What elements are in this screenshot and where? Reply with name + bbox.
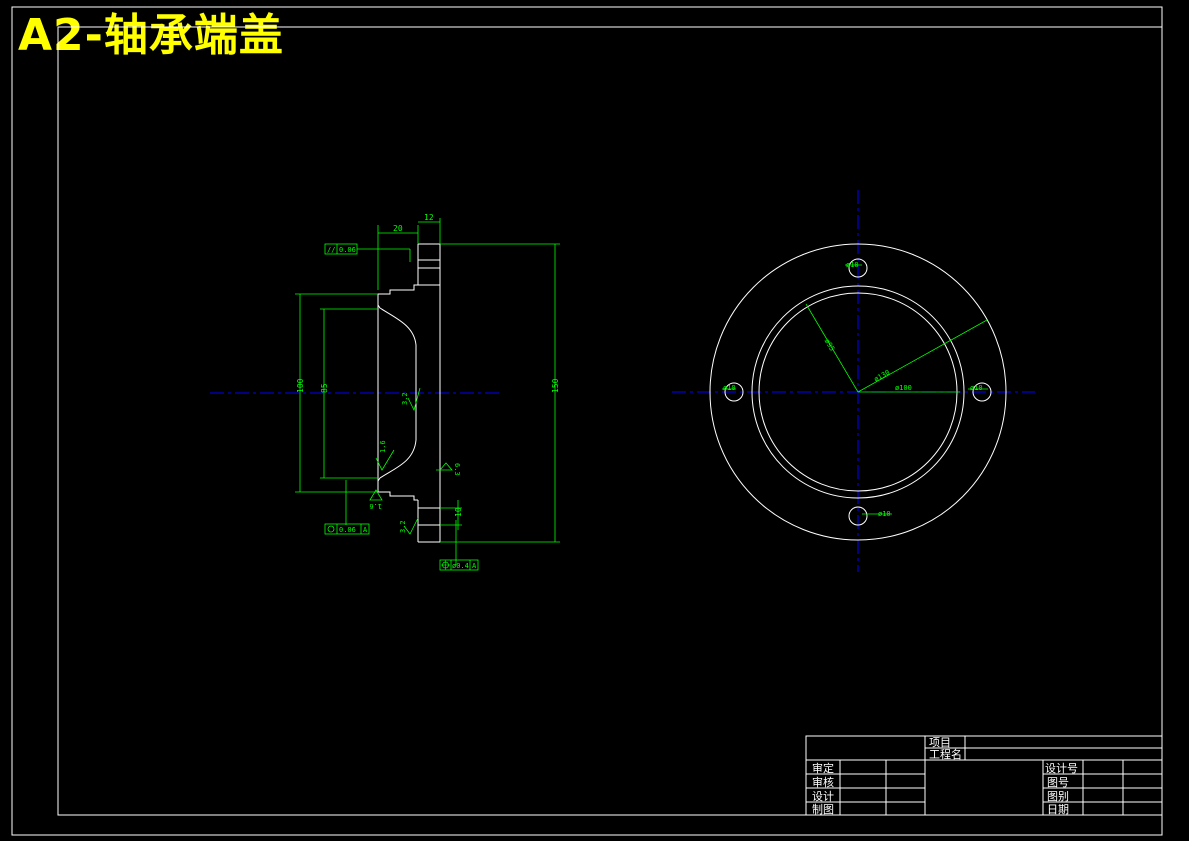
title-block — [805, 735, 1163, 816]
circularity-datum: A — [363, 526, 368, 534]
dim-85: 85 — [320, 383, 329, 393]
position-frame: ø0.4 A — [439, 559, 479, 571]
tb-drawing-type: 图别 — [1047, 790, 1069, 803]
drawing-title: A2-轴承端盖 — [18, 10, 284, 61]
outer-circle — [709, 243, 1007, 541]
roughness-symbol-2 — [375, 449, 395, 471]
label-dia-100: ø100 — [895, 384, 912, 392]
dim-20: 20 — [393, 224, 403, 233]
section-dimensions — [295, 218, 560, 565]
roughness-symbol-3 — [369, 489, 383, 501]
end-view: ø10 ø10 ø10 ø10 ø95 ø130 ø100 — [672, 190, 1035, 572]
dim-150: 150 — [551, 378, 560, 393]
hole-bottom — [848, 506, 868, 526]
roughness-63: 6.3 — [453, 463, 461, 476]
dim-100: 100 — [296, 378, 305, 393]
roughness-symbol-4 — [436, 462, 453, 471]
roughness-16a: 1.6 — [379, 440, 387, 453]
circularity-tolerance: 0.06 — [339, 526, 356, 534]
inner-circle-1 — [751, 285, 965, 499]
label-hole-bottom: ø10 — [878, 510, 891, 518]
tb-review: 审核 — [812, 775, 834, 789]
label-hole-top: ø10 — [846, 261, 859, 269]
roughness-16b: 1.6 — [369, 502, 382, 510]
tb-design: 设计 — [812, 790, 834, 803]
hole-left — [724, 382, 744, 402]
label-hole-left: ø10 — [723, 384, 736, 392]
roughness-symbol-1 — [407, 387, 421, 412]
tb-date: 日期 — [1047, 803, 1069, 816]
parallelism-frame: // 0.06 — [324, 243, 358, 255]
hole-right — [972, 382, 992, 402]
section-outline — [377, 243, 441, 543]
section-view: 20 12 150 100 85 10 // 0.06 0.06 — [210, 213, 560, 571]
tb-design-no: 设计号 — [1045, 762, 1078, 775]
tb-approve: 审定 — [812, 761, 834, 775]
sheet-border — [11, 6, 1163, 836]
parallelism-tolerance: 0.06 — [339, 246, 356, 254]
tb-draw: 制图 — [812, 803, 834, 816]
tb-project-name: 工程名 — [929, 747, 962, 761]
label-dia-inner: ø95 — [823, 338, 836, 353]
circularity-frame: 0.06 A — [324, 523, 370, 535]
parallelism-symbol: // — [327, 246, 335, 254]
dim-10: 10 — [454, 507, 463, 517]
label-dia-bolt: ø130 — [873, 369, 892, 384]
hole-top — [848, 258, 868, 278]
label-hole-right: ø10 — [970, 384, 983, 392]
tb-project: 项目 — [929, 736, 951, 749]
tb-drawing-no: 图号 — [1047, 776, 1069, 789]
position-datum: A — [472, 562, 477, 570]
position-tolerance: ø0.4 — [452, 562, 469, 570]
roughness-32b: 3.2 — [399, 520, 407, 533]
roughness-32a: 3.2 — [401, 392, 409, 405]
dim-12: 12 — [424, 213, 434, 222]
roughness-symbol-5 — [403, 517, 419, 535]
